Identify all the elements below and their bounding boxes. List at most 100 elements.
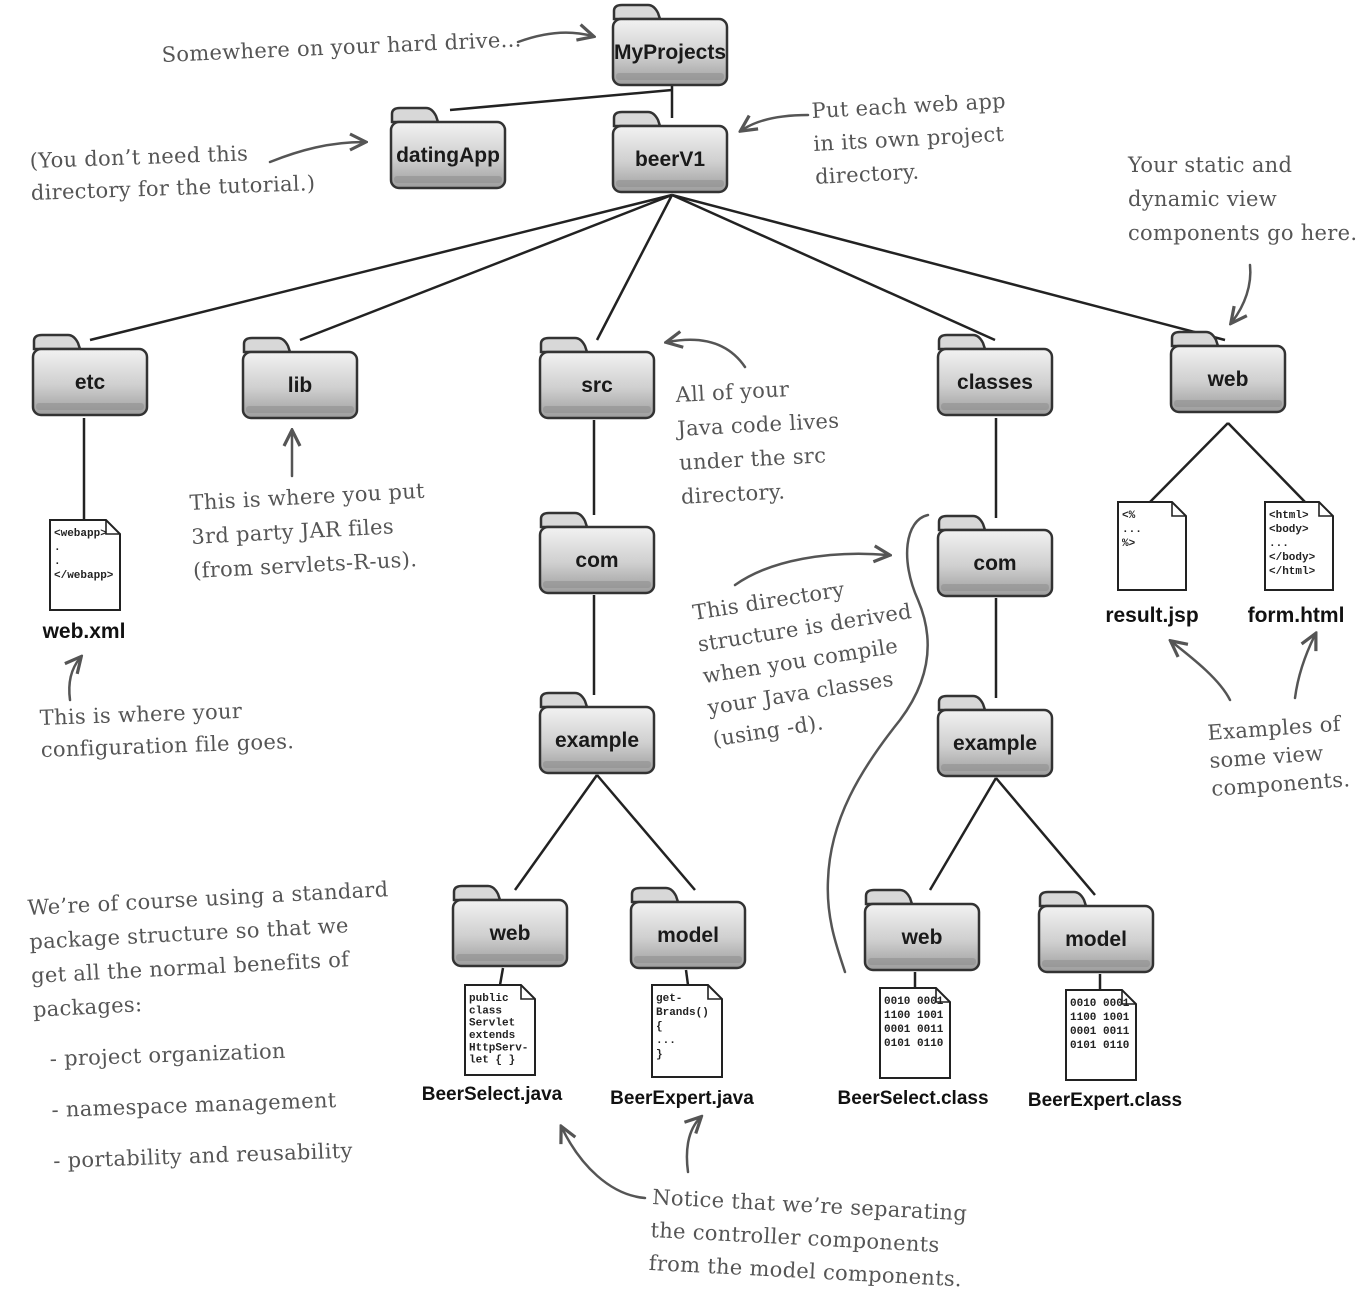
note-line: packages: xyxy=(32,992,143,1022)
folder-classes: classes xyxy=(936,333,1054,417)
file-name: BeerSelect.class xyxy=(837,1088,988,1109)
file-content-line: 0001 0011 xyxy=(1070,1026,1130,1038)
folder-label: beerV1 xyxy=(635,148,705,171)
file-content-line: 1100 1001 xyxy=(1070,1012,1130,1024)
file-content-line: { xyxy=(656,1021,663,1033)
note-line: This is where your xyxy=(39,699,243,730)
file-content-line: } xyxy=(656,1049,663,1061)
note-line: the controller components xyxy=(650,1218,940,1257)
note-line: components go here. xyxy=(1128,221,1357,245)
note-line: All of your xyxy=(674,377,790,407)
note-line: Java code lives xyxy=(675,409,840,442)
folder-cls-web: web xyxy=(863,888,981,972)
file-content-line: extends xyxy=(469,1030,515,1042)
note-line: (You don’t need this xyxy=(29,141,248,173)
note-line: - project organization xyxy=(49,1039,286,1071)
folder-cls-example: example xyxy=(936,694,1054,778)
folder-cls-model: model xyxy=(1037,890,1155,974)
file-content-line: 0001 0011 xyxy=(884,1024,944,1036)
file-content-line: Brands() xyxy=(656,1007,709,1019)
folder-label: classes xyxy=(957,371,1033,394)
note-line: Put each web app xyxy=(811,89,1006,123)
file-content-line: get- xyxy=(656,993,682,1005)
note-line: components. xyxy=(1211,767,1351,801)
file-name: BeerExpert.java xyxy=(610,1088,754,1109)
file-content-line: <webapp> xyxy=(54,528,107,540)
file-content-line: 0101 0110 xyxy=(1070,1040,1129,1052)
folder-src: src xyxy=(538,336,656,420)
folder-label: MyProjects xyxy=(614,41,726,64)
folder-label: web xyxy=(489,922,531,945)
note-line: some view xyxy=(1209,741,1325,773)
file-content-line: <body> xyxy=(1269,524,1309,536)
file-content-line: HttpServ- xyxy=(469,1042,528,1054)
file-webxml: <webapp>..</webapp>web.xml xyxy=(42,519,126,643)
file-content-line: . xyxy=(54,542,61,554)
file-content-line: 1100 1001 xyxy=(884,1010,944,1022)
folder-label: datingApp xyxy=(396,144,500,167)
annotation-arrows xyxy=(69,33,1315,1200)
folder-label: etc xyxy=(75,371,106,394)
tree-connectors xyxy=(82,85,1306,990)
note-line: from the model components. xyxy=(648,1251,962,1291)
file-name: BeerSelect.java xyxy=(422,1084,563,1105)
note-line: Your static and xyxy=(1127,153,1292,177)
file-content-line: </body> xyxy=(1269,552,1316,564)
note-line: 3rd party JAR files xyxy=(191,514,395,549)
file-resultjsp: <%...%>result.jsp xyxy=(1105,501,1199,627)
folder-label: model xyxy=(657,924,719,947)
file-content-line: %> xyxy=(1122,538,1136,550)
file-name: BeerExpert.class xyxy=(1028,1090,1182,1111)
folder-label: web xyxy=(901,926,943,949)
note-line: Notice that we’re separating xyxy=(652,1185,968,1225)
folder-src-example: example xyxy=(538,691,656,775)
folder-web-root: web xyxy=(1169,330,1287,414)
file-content-line: ... xyxy=(656,1035,676,1047)
folder-src-web: web xyxy=(451,884,569,968)
file-formhtml: <html><body>...</body></html>form.html xyxy=(1248,501,1344,627)
folder-label: src xyxy=(581,374,613,397)
note-line: package structure so that we xyxy=(29,913,349,954)
note-line: This is where you put xyxy=(189,479,426,515)
note-hard-drive: Somewhere on your hard drive... xyxy=(161,27,522,67)
folder-label: com xyxy=(973,552,1016,575)
note-line: Somewhere on your hard drive... xyxy=(161,27,522,67)
folder-src-model: model xyxy=(629,886,747,970)
folder-lib: lib xyxy=(241,336,359,420)
file-content-line: Servlet xyxy=(469,1018,515,1030)
file-content-line: public xyxy=(469,993,509,1005)
folder-label: web xyxy=(1207,368,1249,391)
note-line: directory. xyxy=(680,479,785,508)
file-name: result.jsp xyxy=(1105,604,1198,627)
file-content-line: class xyxy=(469,1005,502,1017)
note-line: Examples of xyxy=(1207,712,1344,745)
note-benefits: - project organization - namespace manage… xyxy=(49,1039,353,1173)
folder-label: com xyxy=(575,549,618,572)
note-line: configuration file goes. xyxy=(40,729,294,762)
note-line: - portability and reusability xyxy=(53,1138,353,1172)
note-line: directory for the tutorial.) xyxy=(30,171,315,205)
file-name: web.xml xyxy=(42,620,126,643)
folder-label: lib xyxy=(288,374,313,397)
file-content-line: <% xyxy=(1122,510,1136,522)
note-line: in its own project xyxy=(813,122,1005,156)
note-line: (from servlets-R-us). xyxy=(193,547,418,583)
file-content-line: . xyxy=(54,556,61,568)
folder-label: model xyxy=(1065,928,1127,951)
file-content-line: 0101 0110 xyxy=(884,1038,943,1050)
note-line: - namespace management xyxy=(51,1088,337,1122)
file-content-line: <html> xyxy=(1269,510,1309,522)
folder-label: example xyxy=(953,732,1037,755)
folder-myprojects: MyProjects xyxy=(611,3,729,87)
folder-cls-com: com xyxy=(936,514,1054,598)
